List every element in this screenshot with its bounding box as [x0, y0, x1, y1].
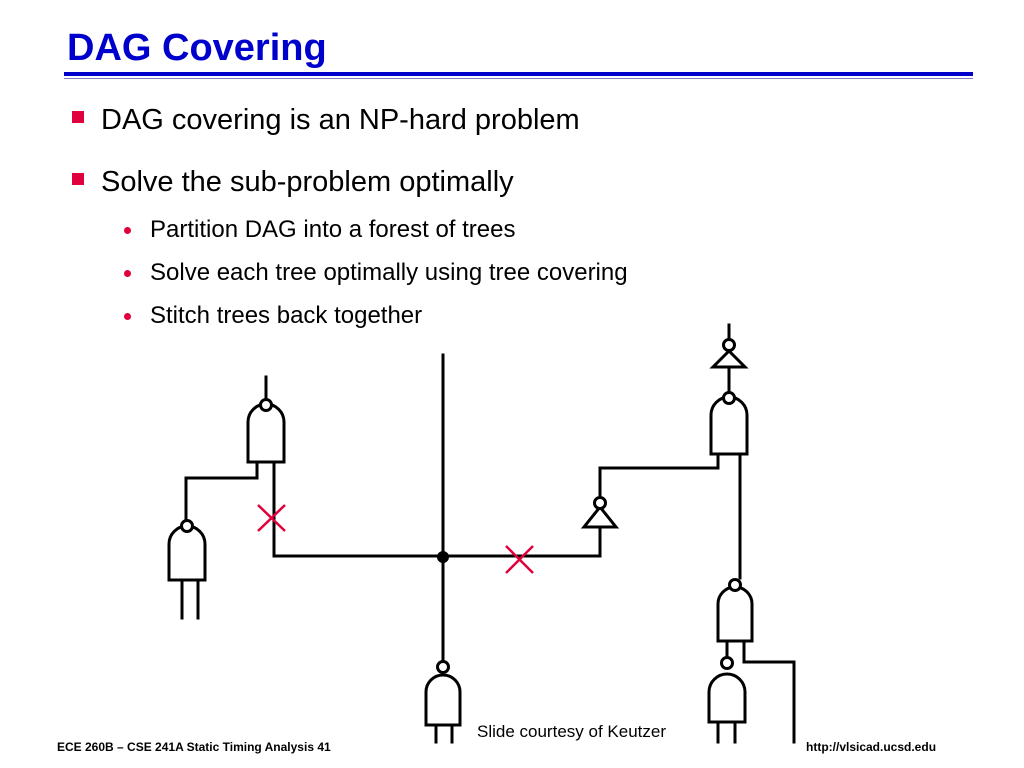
- dot-bullet-icon: [124, 269, 131, 277]
- sub-bullet-text: Stitch trees back together: [150, 302, 423, 329]
- inverter-gate-icon: [709, 338, 749, 369]
- junction-dot-icon: [437, 551, 449, 563]
- nand-gate-icon: [716, 578, 754, 643]
- slide-credit: Slide courtesy of Keutzer: [477, 722, 666, 741]
- inverter-gate-icon: [580, 496, 620, 529]
- nand-gate-icon: [709, 391, 749, 456]
- square-bullet-icon: [72, 110, 84, 123]
- square-bullet-icon: [72, 172, 84, 185]
- cut-cross-icon: [257, 504, 286, 532]
- footer-url: http://vlsicad.ucsd.edu: [806, 740, 937, 754]
- sub-bullet-item: Stitch trees back together: [124, 302, 422, 330]
- bullet-item: DAG covering is an NP-hard problem: [72, 104, 580, 137]
- nand-gate-icon: [424, 660, 462, 727]
- slide-title: DAG Covering: [67, 27, 327, 69]
- dot-bullet-icon: [124, 312, 131, 320]
- dot-bullet-icon: [124, 226, 131, 234]
- footer-course-label: ECE 260B – CSE 241A Static Timing Analys…: [57, 740, 331, 754]
- nand-gate-icon: [246, 398, 286, 464]
- nand-gate-icon: [167, 519, 207, 582]
- title-underline-shadow: [64, 78, 973, 79]
- sub-bullet-item: Solve each tree optimally using tree cov…: [124, 259, 628, 287]
- title-underline: [64, 72, 973, 76]
- bullet-text: DAG covering is an NP-hard problem: [101, 104, 580, 136]
- cut-cross-icon: [505, 545, 534, 574]
- sub-bullet-item: Partition DAG into a forest of trees: [124, 216, 516, 244]
- nand-gate-icon: [707, 656, 747, 724]
- sub-bullet-text: Solve each tree optimally using tree cov…: [150, 259, 628, 286]
- bullet-text: Solve the sub-problem optimally: [101, 166, 514, 198]
- sub-bullet-text: Partition DAG into a forest of trees: [150, 216, 516, 243]
- bullet-item: Solve the sub-problem optimally: [72, 166, 514, 199]
